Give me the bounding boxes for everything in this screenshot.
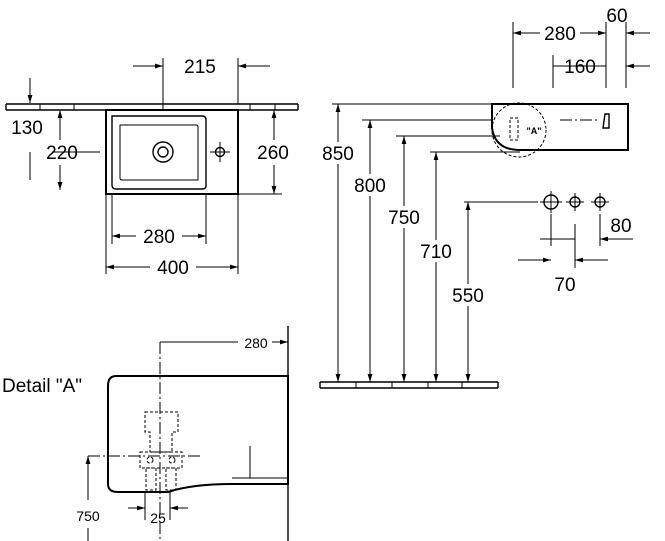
side-dim-550-label: 550 [452, 286, 484, 307]
side-dim-60-label: 60 [606, 6, 627, 27]
dim-400-label: 400 [157, 258, 189, 279]
side-view: "A" 280 60 160 850 800 750 710 [319, 6, 650, 389]
drain-icon [152, 141, 174, 163]
detail-a-marker: "A" [526, 126, 541, 136]
bowl-outline [111, 115, 207, 190]
dim-130-label: 130 [11, 118, 43, 139]
side-dim-80-label: 80 [610, 216, 631, 237]
detail-a-view: Detail "A" 280 750 25 [2, 326, 289, 541]
side-dim-800-label: 800 [354, 176, 386, 197]
detail-a-circle [491, 102, 547, 158]
side-dim-280-label: 280 [544, 24, 576, 45]
side-dim-710-label: 710 [420, 242, 452, 263]
top-view: 215 130 220 260 280 400 [5, 57, 299, 279]
side-dim-850-label: 850 [322, 144, 354, 165]
detail-dim-25-label: 25 [150, 510, 166, 526]
basin-elevation [491, 103, 629, 151]
dim-215-label: 215 [184, 57, 216, 78]
detail-basin-outline [107, 375, 289, 493]
dim-260-label: 260 [257, 143, 289, 164]
tap-icon [602, 113, 610, 129]
siphon-outline [144, 411, 179, 453]
bowl-inner [119, 124, 199, 181]
dim-280-label: 280 [143, 227, 175, 248]
dim-220-label: 220 [46, 143, 78, 164]
detail-dim-750-label: 750 [76, 508, 100, 524]
side-dim-750-label: 750 [388, 208, 420, 229]
side-dim-70-label: 70 [554, 275, 575, 296]
detail-dim-280-label: 280 [244, 335, 268, 351]
basin-outline [105, 109, 239, 195]
detail-a-title: Detail "A" [2, 376, 82, 397]
side-dim-160-label: 160 [564, 57, 596, 78]
floor-line [319, 381, 499, 389]
